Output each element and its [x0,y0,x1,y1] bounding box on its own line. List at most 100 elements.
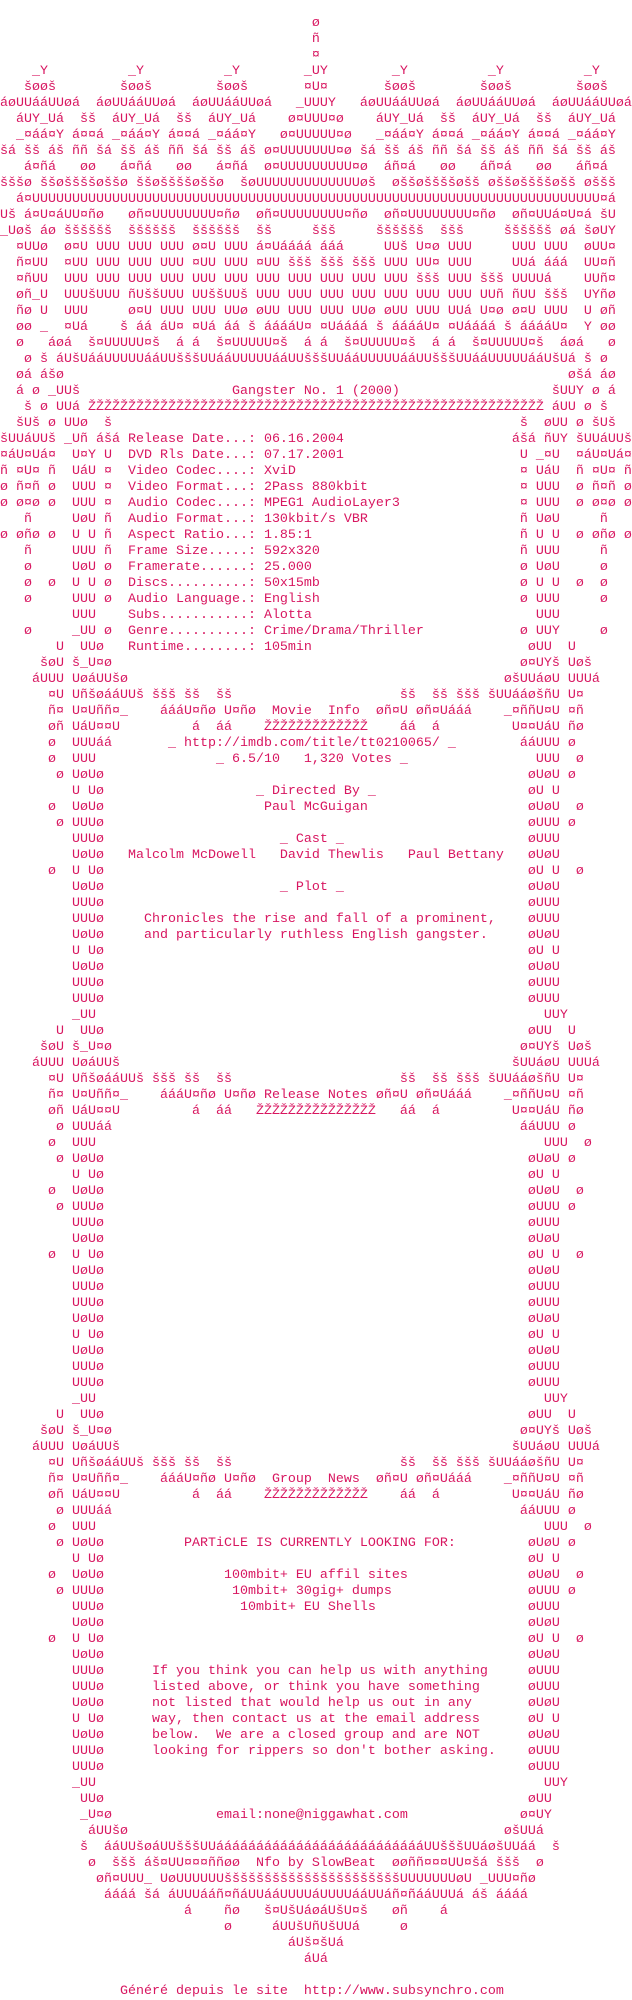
nfo-art-line: ø U Uø øU U ø [0,864,584,879]
nfo-art-line: øñ UáU¤¤U á áá ŽŽŽŽŽŽŽŽŽŽŽŽŽ áá á U¤¤UáU… [0,720,584,735]
nfo-art-line: UøUø øUøU [0,1312,560,1327]
nfo-art-line: ø UUUø øUUU ø [0,1200,576,1215]
contact-email: _U¤ø email:none@niggawhat.com ø¤UY [0,1808,552,1823]
nfo-art-line: øñ_U UUUšUUU ñUššUUU UUššUUš UUU UUU UUU… [0,288,616,303]
audio-codec: ø ø¤ø ø UUU ¤ Audio Codec....: MPEG1 Aud… [0,496,632,511]
nfo-art-line: ø áøá š¤UUUUU¤š á á š¤UUUUU¤š á á š¤UUUU… [0,336,616,351]
nfo-art-line: áUUšø øšUUá [0,1824,544,1839]
nfo-art-line: áUUU UøáUUš šUUáøU UUUá [0,1440,600,1455]
nfo-art-line: øñ¤UUU_ UøUUUUUUššššššššššššššššššššššUU… [0,1872,536,1887]
nfo-art-line: UUUø øUUU [0,1376,560,1391]
nfo-art-line: áUY_Uá šš áUY_Uá šš áUY_Uá ø¤UUU¤ø áUY_U… [0,112,616,127]
nfo-art-line: ø UøUø øUøU ø [0,1152,576,1167]
nfo-art-line [0,1968,632,1984]
nfo-art-line: UøUø øUøU [0,1264,560,1279]
nfo-art-line: ¤ñUU UUU UUU UUU UUU UUU UUU UUU UUU UUU… [0,272,616,287]
nfo-art-line: UøUø øUøU [0,1616,560,1631]
plot-heading: UøUø _ Plot _ øUøU [0,880,560,895]
nfo-art-line: UUø øUU [0,1792,552,1807]
nfo-art-line: U Uø way, then contact us at the email a… [0,1712,560,1727]
nfo-art-line: U Uø øU U [0,944,560,959]
nfo-art-line: UUUø looking for rippers so don't bother… [0,1744,560,1759]
nfo-art-line: U Uø øU U [0,1552,560,1567]
imdb-rating: ø UUU _ 6.5/10 1,320 Votes _ UUU ø [0,752,584,767]
dvd-release-date: ¤áU¤Uá¤ U¤Y U DVD Rls Date...: 07.17.200… [0,448,632,463]
nfo-art-line: š ááUUšøáUUšššUUáááááááááááááááááááááááá… [0,1840,560,1855]
nfo-art-line: ø UUU UUU ø [0,1520,592,1535]
nfo-art-line: ñ [0,32,320,47]
nfo-art-line: ø UUU UUU ø [0,1136,592,1151]
nfo-art-line: UUUø øUUU [0,1280,560,1295]
aspect-ratio: ø øñø ø U U ñ Aspect Ratio...: 1.85:1 ñ … [0,528,632,543]
nfo-art-line: _Y _Y _Y _UY _Y _Y _Y [0,64,600,79]
audio-language: ø UUU ø Audio Language.: English ø UUU ø [0,592,608,607]
release-title: á ø _UUš Gangster No. 1 (2000) šUUY ø á [0,384,616,399]
nfo-art-line: UøUø øUøU [0,1648,560,1663]
nfo-art-line: øá ášø øšá áø [0,368,616,383]
nfo-art-line: ¤U UñšøááUUš ššš šš šš šš šš ššš šUUááøš… [0,1072,584,1087]
nfo-art-line: ø UUUáá ááUUU ø [0,1504,576,1519]
nfo-art-line: ¤U UñšøááUUš ššš šš šš šš šš ššš šUUááøš… [0,688,584,703]
nfo-art-line: š ø UUá ŽŽŽŽŽŽŽŽŽŽŽŽŽŽŽŽŽŽŽŽŽŽŽŽŽŽŽŽŽŽŽŽ… [0,400,608,415]
nfo-art-line: UUUø øUUU [0,976,560,991]
nfo-art-line: ø U Uø øU U ø [0,1248,584,1263]
nfo-art-line: UøUø below. We are a closed group and ar… [0,1728,560,1743]
directed-by-heading: U Uø _ Directed By _ øU U [0,784,560,799]
nfo-art-line: ø áUUšUñUšUUá ø [0,1920,408,1935]
recruit-item: UUUø 10mbit+ EU Shells øUUU [0,1600,560,1615]
director: ø UøUø Paul McGuigan øUøU ø [0,800,584,815]
nfo-art-line: áøUUááUUøá áøUUááUUøá áøUUááUUøá _UUUY á… [0,96,632,111]
nfo-art-line: UUUø øUUU [0,1360,560,1375]
nfo-art-line: U UUø øUU U [0,1024,576,1039]
nfo-art-line: šUš ø UUø š š øUU ø šUš [0,416,616,431]
nfo-art-line: UUUø øUUU [0,1296,560,1311]
nfo-art-line: UøUø not listed that would help us out i… [0,1696,560,1711]
nfo-art-line: U Uø øU U [0,1328,560,1343]
plot-text: UUUø Chronicles the rise and fall of a p… [0,912,560,927]
footer-source: Généré depuis le site http://www.subsync… [0,1984,504,1999]
imdb-link: ø UUUáá _ http://imdb.com/title/tt021006… [0,736,576,751]
nfo-art-line: UUUø øUUU [0,1216,560,1231]
video-codec: ñ ¤U¤ ñ UáU ¤ Video Codec....: XviD ¤ Uá… [0,464,632,479]
nfo-art-line: ø [0,16,320,31]
runtime: U UUø Runtime........: 105min øUU U [0,640,576,655]
nfo-art-line: ø UUUáá ááUUU ø [0,1120,576,1135]
subs: UUU Subs...........: Alotta UUU [0,608,560,623]
nfo-art-line: UUUø øUUU [0,1760,560,1775]
nfo-art-line: _UU UUY [0,1008,568,1023]
nfo-art-line: á ñø š¤UšUáøáUšU¤š øñ á [0,1904,448,1919]
nfo-art-line: á¤UUUUUUUUUUUUUUUUUUUUUUUUUUUUUUUUUUUUUU… [0,192,616,207]
nfo-art-line: øø _ ¤Uá š áá áU¤ ¤Uá áá š ááááU¤ ¤Uáááá… [0,320,616,335]
nfo-art-line: áUš¤šUá [0,1936,344,1951]
nfo-art-line: _UU UUY [0,1392,568,1407]
nfo-art-line: ø UøUø øUøU ø [0,768,576,783]
nfo-art-line: øñ UáU¤¤U á áá ŽŽŽŽŽŽŽŽŽŽŽŽŽŽŽ áá á U¤¤U… [0,1104,584,1119]
genre: ø _UU ø Genre..........: Crime/Drama/Thr… [0,624,608,639]
nfo-art-line: šøU š_U¤ø ø¤UYš Uøš [0,1424,592,1439]
discs: ø ø U U ø Discs..........: 50x15mb ø U U… [0,576,608,591]
recruiting-heading: ø UøUø PARTiCLE IS CURRENTLY LOOKING FOR… [0,1536,576,1551]
nfo-art-line: ¤UUø ø¤U UUU UUU UUU ø¤U UUU á¤Uáááá ááá… [0,240,616,255]
nfo-art-line: ñ¤UU ¤UU UUU UUU UUU ¤UU UUU ¤UU ššš ššš… [0,256,616,271]
nfo-art-line: ø UøUø øUøU ø [0,1184,584,1199]
nfo-art-line: _¤áá¤Y á¤¤á _¤áá¤Y á¤¤á _¤áá¤Y ø¤UUUUU¤ø… [0,128,616,143]
nfo-art-line: UUUø øUUU [0,896,560,911]
nfo-art-line: UøUø øUøU [0,1344,560,1359]
nfo-art-line: Uš á¤U¤áUU¤ñø øñ¤UUUUUUUU¤ñø øñ¤UUUUUUUU… [0,208,616,223]
nfo-art-line: øñ UáU¤¤U á áá ŽŽŽŽŽŽŽŽŽŽŽŽŽ áá á U¤¤UáU… [0,1488,584,1503]
nfo-art-line: šøU š_U¤ø ø¤UYš Uøš [0,656,592,671]
nfo-art-line: ¤ [0,48,320,63]
nfo-art-line: šøU š_U¤ø ø¤UYš Uøš [0,1040,592,1055]
nfo-art-line: ø š áUšUááUUUUUááUUšššUUááUUUUUááUUšššUU… [0,352,608,367]
nfo-credit: ø ššš áš¤UU¤¤¤ññøø Nfo by SlowBeat øøññ¤… [0,1856,544,1871]
nfo-art-line: áUUU UøáUUšø øšUUáøU UUUá [0,672,600,687]
nfo-art-line: UøUø øUøU [0,1232,560,1247]
nfo-art-line: šššø ššøššššøššø ššøššššøššø šøUUUUUUUUU… [0,176,616,191]
release-notes-heading: ñ¤ U¤Uññ¤_ áááU¤ñø U¤ñø Release Notes øñ… [0,1088,584,1103]
nfo-art-line: ¤U UñšøááUUš ššš šš šš šš šš ššš šUUááøš… [0,1456,584,1471]
recruit-item: ø UUUø 10mbit+ 30gig+ dumps øUUU ø [0,1584,576,1599]
nfo-art-line: _Uøš áø šššššš šššššš šššššš šš ššš šššš… [0,224,616,239]
nfo-art-line: šá šš áš ññ šá šš áš ññ šá šš áš ø¤UUUUU… [0,144,616,159]
nfo-art-line [0,0,632,16]
